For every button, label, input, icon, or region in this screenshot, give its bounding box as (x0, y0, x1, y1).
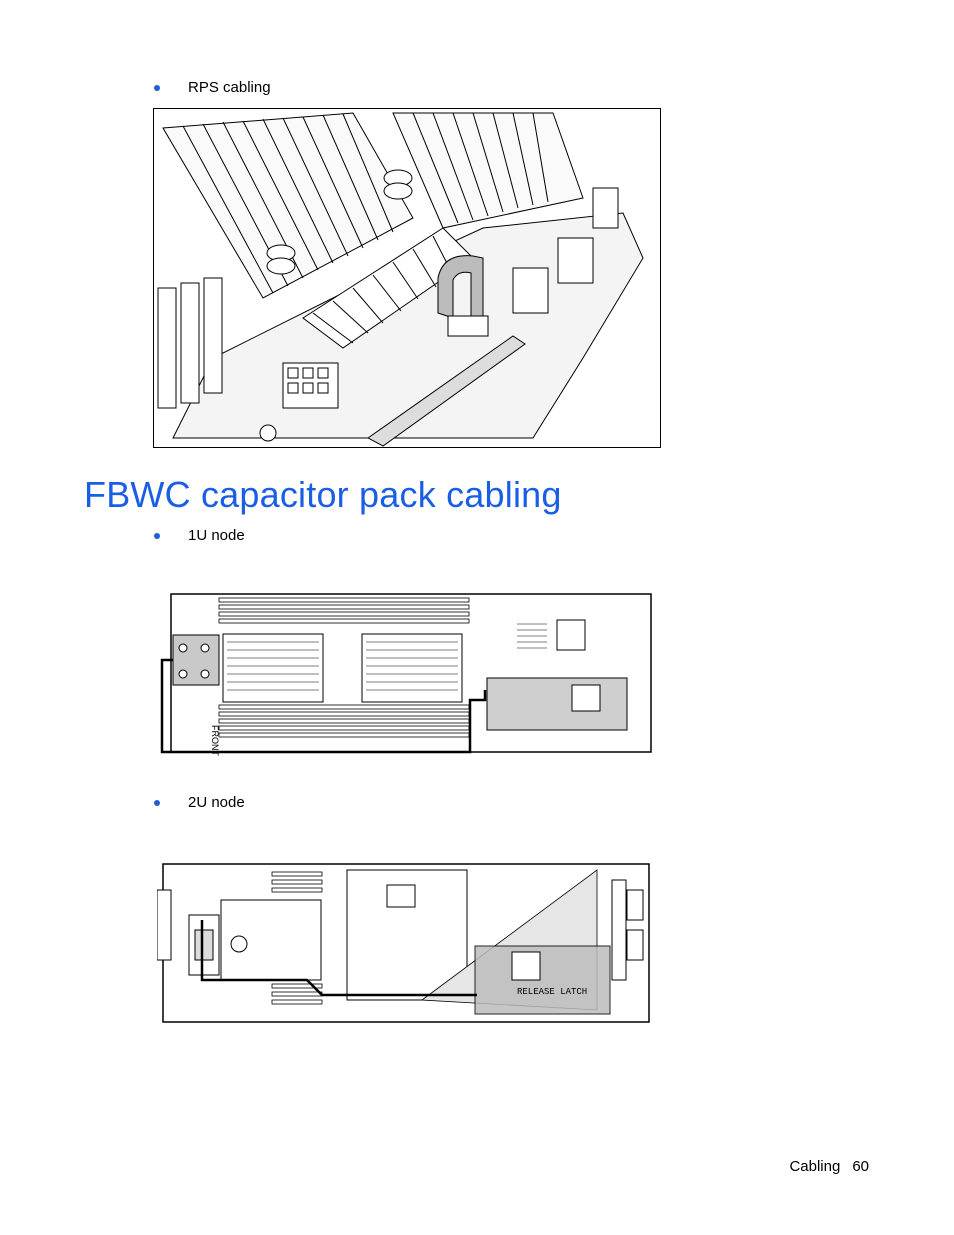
release-latch-label: RELEASE LATCH (517, 987, 587, 997)
bullet-2u-text: 2U node (188, 794, 245, 811)
1u-node-illustration: FRONT (160, 593, 652, 756)
rps-board-illustration (153, 108, 661, 448)
bullet-dot-icon (154, 532, 160, 539)
footer-section: Cabling (789, 1158, 841, 1175)
bullet-1u-text: 1U node (188, 527, 245, 544)
figure-2u-node: RELEASE LATCH (157, 860, 653, 1025)
bullet-dot-icon (154, 799, 160, 806)
footer-page-number: 60 (852, 1158, 869, 1175)
2u-node-illustration: RELEASE LATCH (157, 863, 650, 1023)
bullet-2u-node: 2U node (152, 794, 245, 811)
page-footer: Cabling 60 (789, 1158, 869, 1175)
front-label: FRONT (210, 725, 220, 756)
bullet-1u-node: 1U node (152, 527, 245, 544)
figure-rps-cabling (153, 108, 661, 448)
figure-1u-node: FRONT (157, 590, 653, 758)
bullet-rps-text: RPS cabling (188, 79, 271, 96)
section-heading: FBWC capacitor pack cabling (84, 474, 562, 515)
bullet-dot-icon (154, 84, 160, 91)
bullet-rps-cabling: RPS cabling (152, 79, 271, 96)
